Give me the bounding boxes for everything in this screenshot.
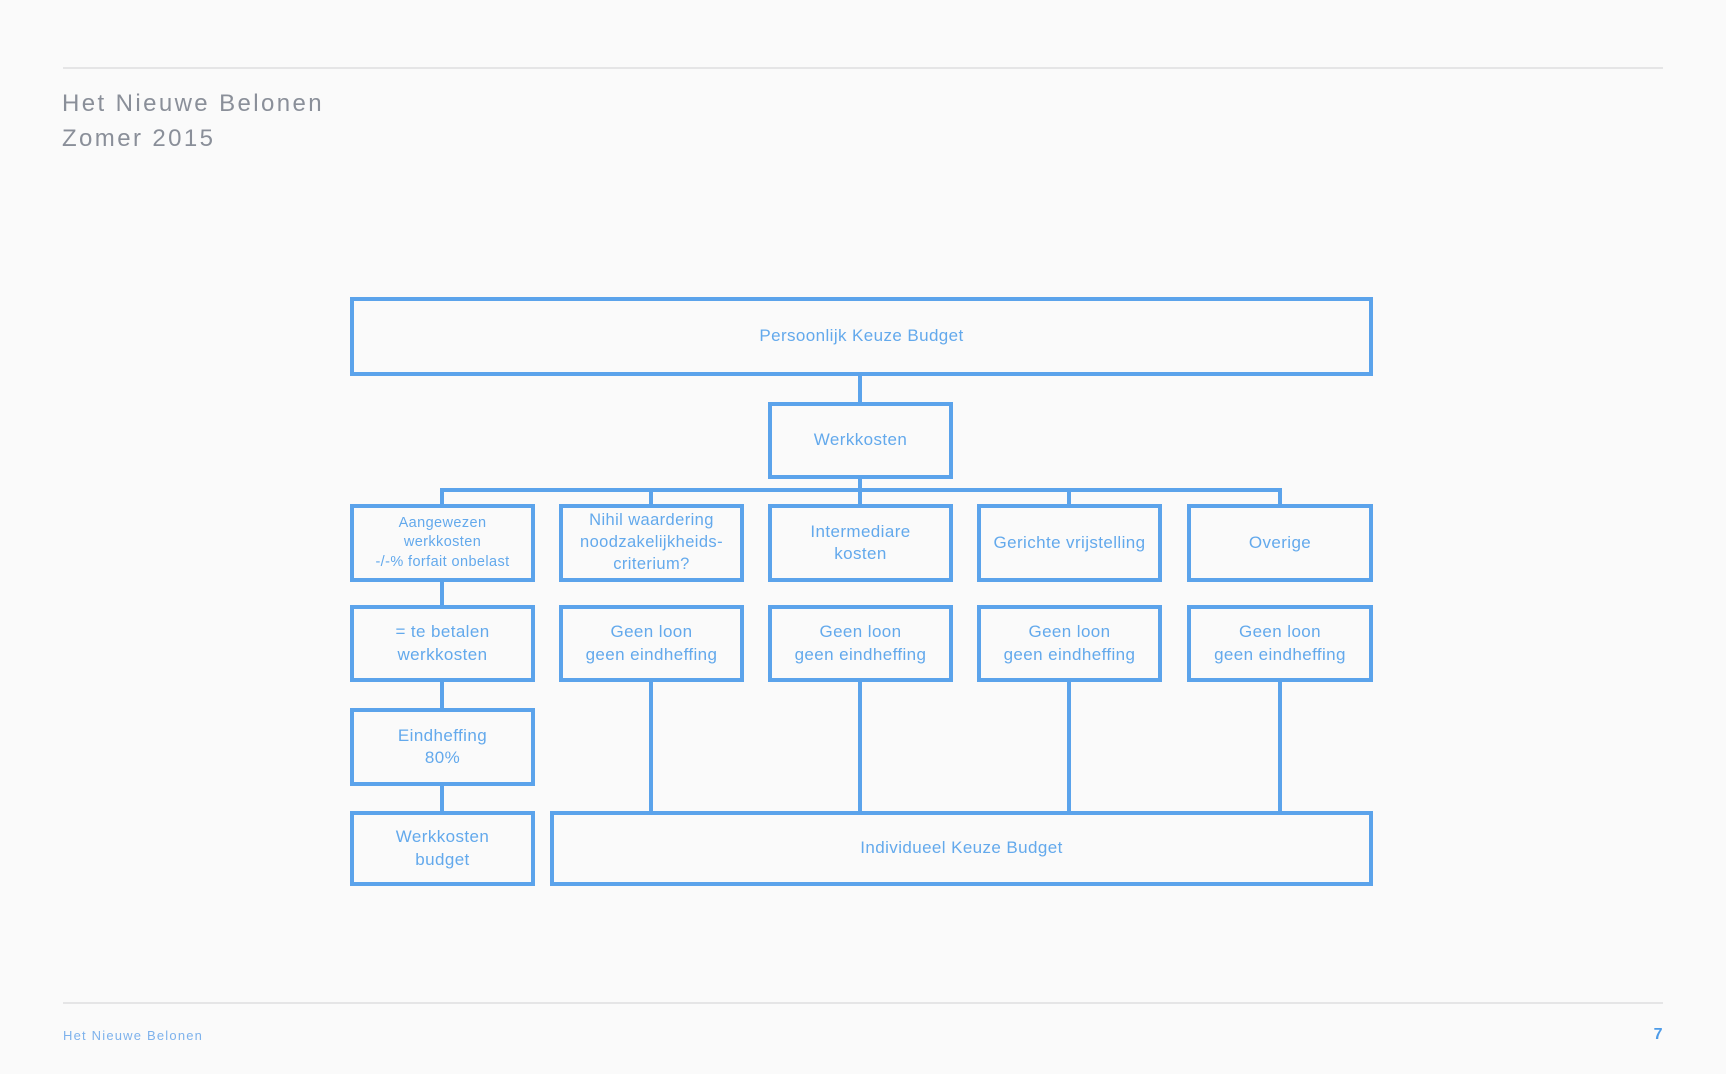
connector-geenloon4-to-individueel — [1278, 682, 1282, 811]
connector-geenloon2-to-individueel — [858, 682, 862, 811]
node-overige: Overige — [1187, 504, 1373, 582]
node-geen-loon-4: Geen loon geen eindheffing — [1187, 605, 1373, 682]
node-aangewezen-werkkosten: Aangewezen werkkosten -/-% forfait onbel… — [350, 504, 535, 582]
connector-stub-branch1 — [440, 492, 444, 504]
node-nihil-waardering: Nihil waardering noodzakelijkheids- crit… — [559, 504, 744, 582]
connector-aangewezen-to-tebetalen — [440, 582, 444, 605]
node-werkkosten-budget: Werkkosten budget — [350, 811, 535, 886]
slide-title-line2: Zomer 2015 — [62, 125, 216, 152]
page-number: 7 — [1653, 1026, 1663, 1043]
slide-title: Het Nieuwe Belonen Zomer 2015 — [62, 86, 324, 156]
connector-stub-branch2 — [649, 492, 653, 504]
node-geen-loon-3: Geen loon geen eindheffing — [977, 605, 1162, 682]
footer-divider — [63, 1002, 1663, 1004]
connector-geenloon3-to-individueel — [1067, 682, 1071, 811]
connector-tebetalen-to-eindheffing — [440, 682, 444, 708]
node-geen-loon-2: Geen loon geen eindheffing — [768, 605, 953, 682]
node-geen-loon-1: Geen loon geen eindheffing — [559, 605, 744, 682]
slide-title-line1: Het Nieuwe Belonen — [62, 90, 325, 117]
node-persoonlijk-keuze-budget: Persoonlijk Keuze Budget — [350, 297, 1373, 376]
connector-distributor — [440, 488, 1282, 492]
node-werkkosten: Werkkosten — [768, 402, 953, 479]
connector-stub-branch4 — [1067, 492, 1071, 504]
node-intermediare-kosten: Intermediare kosten — [768, 504, 953, 582]
node-eindheffing-80: Eindheffing 80% — [350, 708, 535, 786]
node-individueel-keuze-budget: Individueel Keuze Budget — [550, 811, 1373, 886]
node-te-betalen-werkkosten: = te betalen werkkosten — [350, 605, 535, 682]
connector-geenloon1-to-individueel — [649, 682, 653, 811]
header-divider — [63, 67, 1663, 69]
footer-title: Het Nieuwe Belonen — [63, 1028, 204, 1043]
connector-stub-branch5 — [1278, 492, 1282, 504]
connector-root-to-werkkosten — [858, 376, 862, 402]
node-gerichte-vrijstelling: Gerichte vrijstelling — [977, 504, 1162, 582]
connector-eindheffing-to-budget — [440, 786, 444, 811]
